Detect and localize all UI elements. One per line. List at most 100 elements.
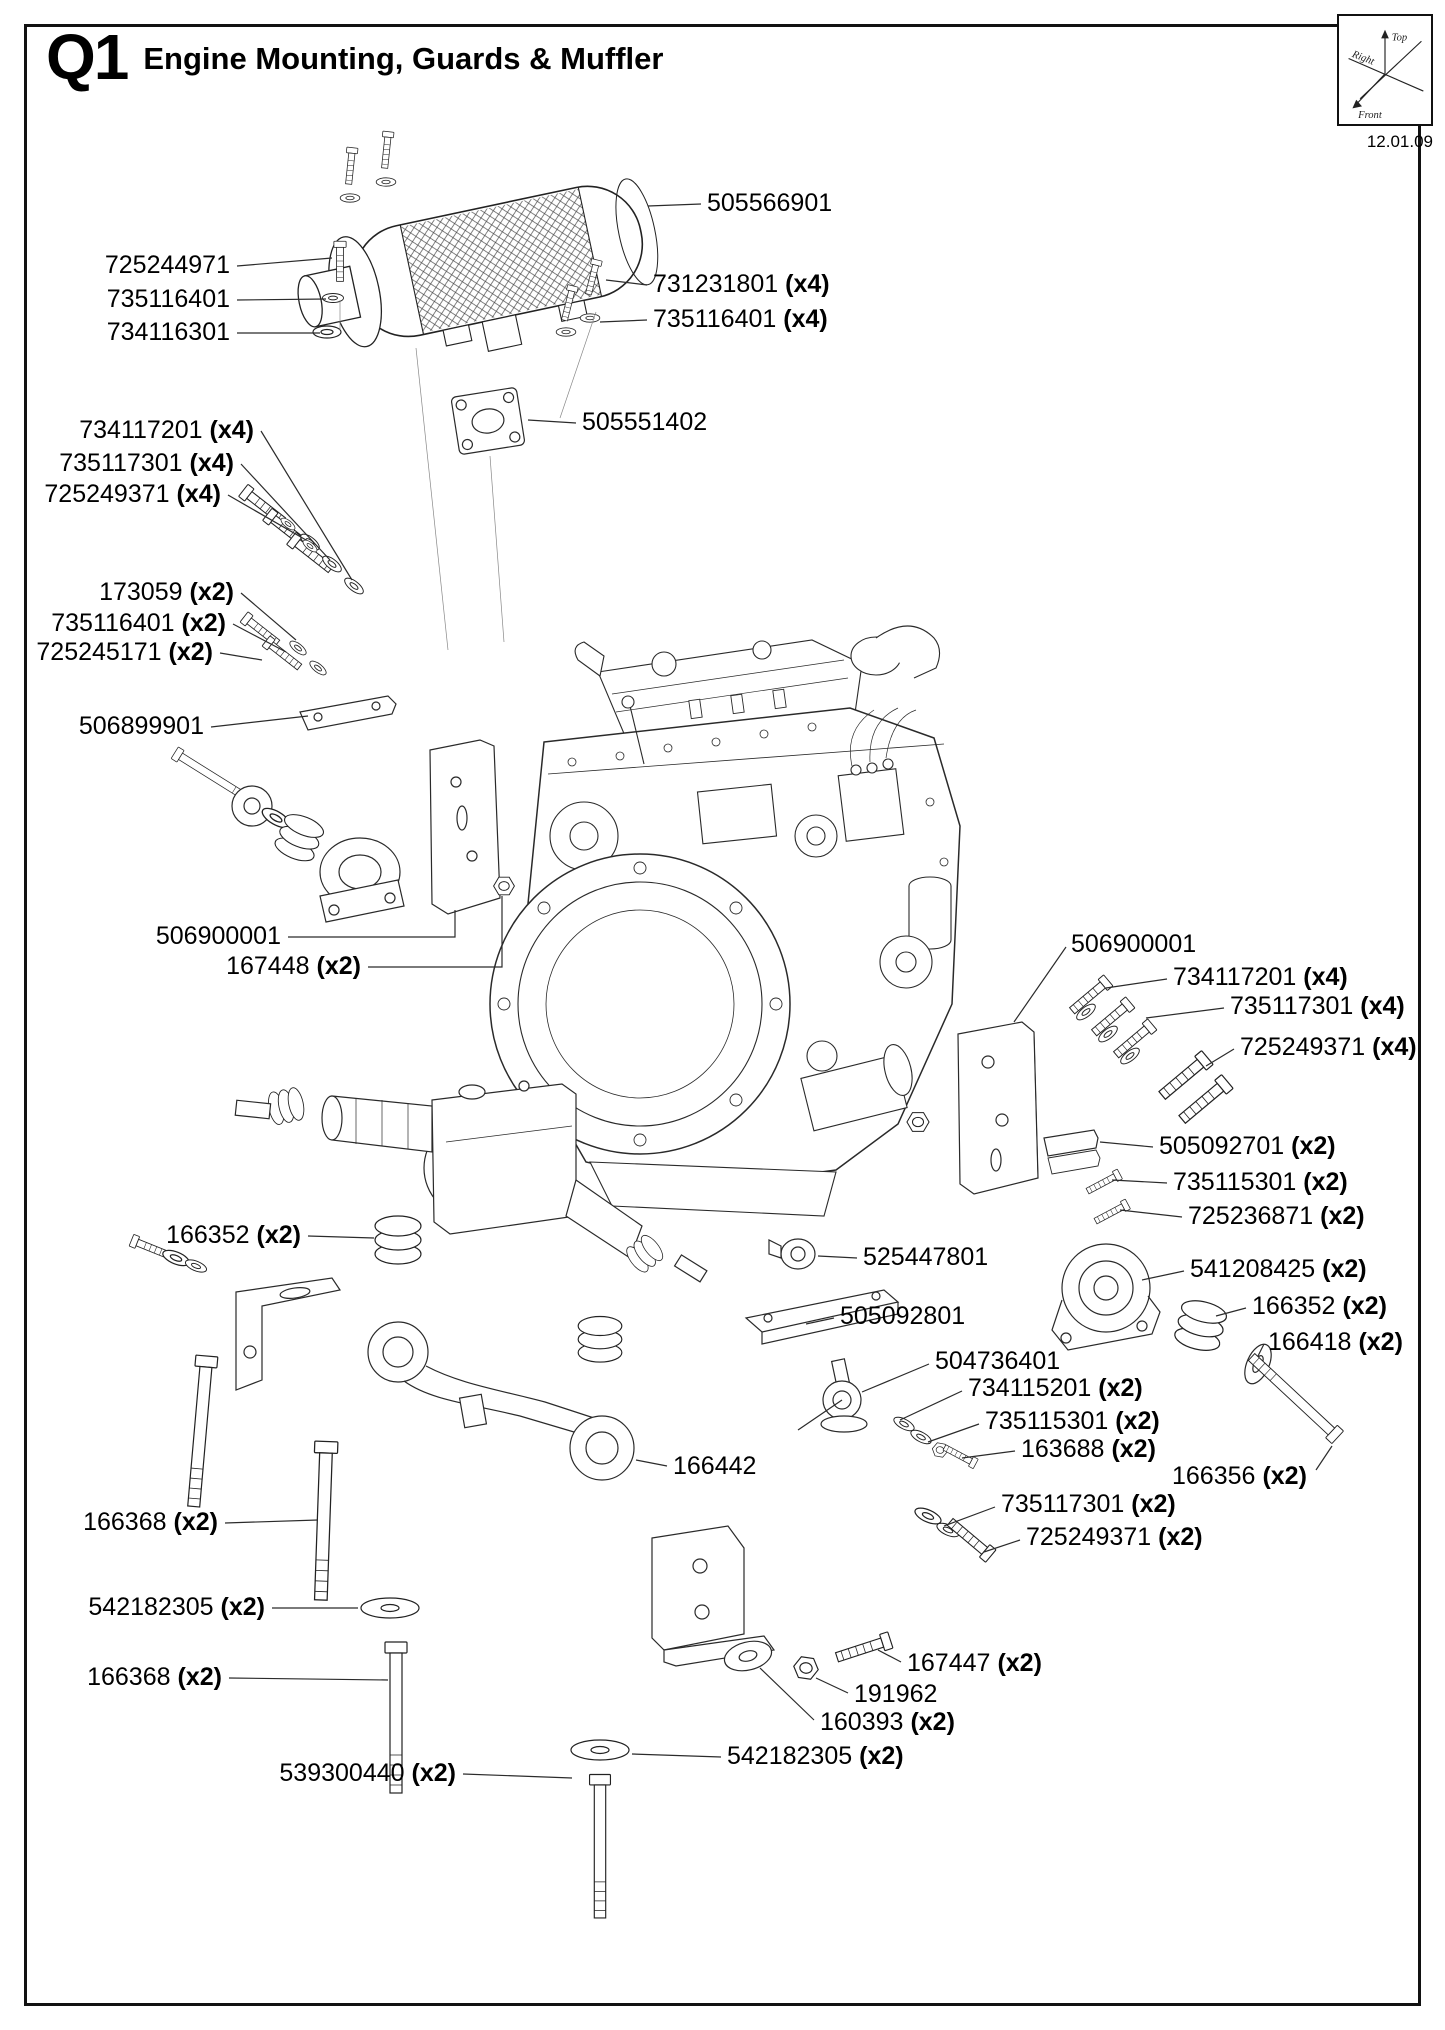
part-number: 166442 [673, 1452, 757, 1480]
part-quantity: (x2) [1322, 1255, 1367, 1283]
page-header: Q1 Engine Mounting, Guards & Muffler [46, 25, 664, 89]
part-number: 734117201 [79, 416, 203, 444]
leader-line-541208425 [1141, 1270, 1185, 1281]
part-number: 735116401 [51, 609, 175, 637]
compass-top-label: Top [1392, 32, 1407, 43]
part-number: 505092801 [840, 1302, 966, 1330]
part-label-166352: 166352(x2) [166, 1222, 301, 1249]
page-title: Engine Mounting, Guards & Muffler [143, 41, 664, 77]
part-label-506899901: 506899901 [79, 713, 204, 740]
leader-line-725249371 [1205, 1048, 1235, 1067]
part-label-735117301: 735117301(x4) [59, 450, 234, 477]
part-number: 735116401 [106, 285, 230, 313]
leader-line-735116401 [236, 298, 327, 301]
left-mount-hardware-drawing [170, 483, 515, 923]
part-label-539300440: 539300440(x2) [279, 1760, 456, 1787]
part-quantity: (x2) [1098, 1374, 1143, 1402]
part-label-505092801: 505092801 [840, 1303, 965, 1330]
part-quantity: (x2) [1115, 1407, 1160, 1435]
part-label-735116401: 735116401 [107, 286, 230, 313]
part-label-734116301: 734116301 [107, 319, 230, 346]
part-quantity: (x2) [189, 578, 234, 606]
part-number: 506900001 [1071, 930, 1197, 958]
crossbar-drawing [367, 1215, 635, 1481]
part-label-166368: 166368(x2) [87, 1664, 222, 1691]
part-number: 734117201 [1173, 963, 1297, 991]
leader-line-725236871 [1119, 1209, 1183, 1218]
part-quantity: (x2) [910, 1708, 955, 1736]
muffler-hardware-drawing [312, 130, 603, 651]
part-label-167447: 167447(x2) [907, 1650, 1042, 1677]
leader-line-506900001 [288, 910, 456, 938]
leader-line-166368 [228, 1677, 389, 1681]
part-quantity: (x4) [176, 480, 221, 508]
leader-line-505566901 [647, 203, 702, 207]
part-label-166356: 166356(x2) [1172, 1463, 1307, 1490]
part-quantity: (x4) [1360, 992, 1405, 1020]
part-number: 539300440 [279, 1759, 405, 1787]
part-quantity: (x2) [181, 609, 226, 637]
leader-line-506900001 [1013, 946, 1067, 1023]
leader-line-542182305 [631, 1753, 722, 1758]
part-quantity: (x2) [411, 1759, 456, 1787]
bottom-bracket-drawing [651, 1525, 894, 1681]
part-label-725245171: 725245171(x2) [36, 639, 213, 666]
part-label-525447801: 525447801 [863, 1244, 988, 1271]
part-label-735116401: 735116401(x2) [51, 610, 226, 637]
leader-line-725249371 [983, 1539, 1021, 1553]
part-number: 167448 [226, 952, 310, 980]
part-quantity: (x4) [1372, 1033, 1417, 1061]
part-label-160393: 160393(x2) [820, 1709, 955, 1736]
leader-line-505551402 [527, 419, 577, 424]
part-quantity: (x2) [316, 952, 361, 980]
part-number: 542182305 [88, 1593, 214, 1621]
right-small-parts-drawing [744, 1238, 997, 1563]
leader-lines-layer [210, 203, 1333, 1779]
part-number: 542182305 [727, 1742, 853, 1770]
leader-line-167447 [877, 1649, 902, 1663]
part-number: 725249371 [44, 480, 170, 508]
part-label-731231801: 731231801(x4) [653, 271, 830, 298]
part-label-506900001: 506900001 [1071, 931, 1196, 958]
part-number: 725244971 [104, 251, 230, 279]
part-quantity: (x2) [997, 1649, 1042, 1677]
part-quantity: (x2) [168, 638, 213, 666]
part-number: 541208425 [1190, 1255, 1316, 1283]
part-label-166418: 166418(x2) [1268, 1329, 1403, 1356]
part-number: 166368 [83, 1508, 167, 1536]
leader-line-735117301 [943, 1506, 996, 1527]
part-number: 167447 [907, 1649, 991, 1677]
part-label-734115201: 734115201(x2) [968, 1375, 1143, 1402]
part-number: 735117301 [1230, 992, 1354, 1020]
compass-front-label: Front [1357, 110, 1383, 121]
part-label-735117301: 735117301(x2) [1001, 1491, 1176, 1518]
part-quantity: (x2) [177, 1663, 222, 1691]
part-quantity: (x2) [1291, 1132, 1336, 1160]
part-label-725249371: 725249371(x4) [1240, 1034, 1417, 1061]
part-label-735115301: 735115301(x2) [985, 1408, 1160, 1435]
part-label-167448: 167448(x2) [226, 953, 361, 980]
part-number: 166356 [1172, 1462, 1256, 1490]
part-quantity: (x4) [785, 270, 830, 298]
leader-line-725245171 [219, 652, 263, 661]
part-number: 173059 [99, 578, 183, 606]
leader-line-166368 [224, 1519, 319, 1524]
part-label-166352: 166352(x2) [1252, 1293, 1387, 1320]
part-number: 505551402 [582, 408, 708, 436]
part-label-735116401: 735116401(x4) [653, 306, 828, 333]
lower-left-hardware-drawing [128, 1233, 630, 1919]
part-quantity: (x2) [1111, 1435, 1156, 1463]
leader-line-734117201 [260, 430, 353, 581]
part-label-166442: 166442 [673, 1453, 756, 1480]
part-quantity: (x2) [1358, 1328, 1403, 1356]
part-quantity: (x2) [859, 1742, 904, 1770]
part-label-191962: 191962 [854, 1681, 937, 1708]
leader-line-735116401 [599, 319, 648, 323]
part-label-541208425: 541208425(x2) [1190, 1256, 1367, 1283]
leader-line-539300440 [462, 1773, 573, 1779]
part-quantity: (x4) [209, 416, 254, 444]
part-number: 160393 [820, 1708, 904, 1736]
part-quantity: (x4) [189, 449, 234, 477]
leader-line-166418 [1257, 1343, 1265, 1357]
